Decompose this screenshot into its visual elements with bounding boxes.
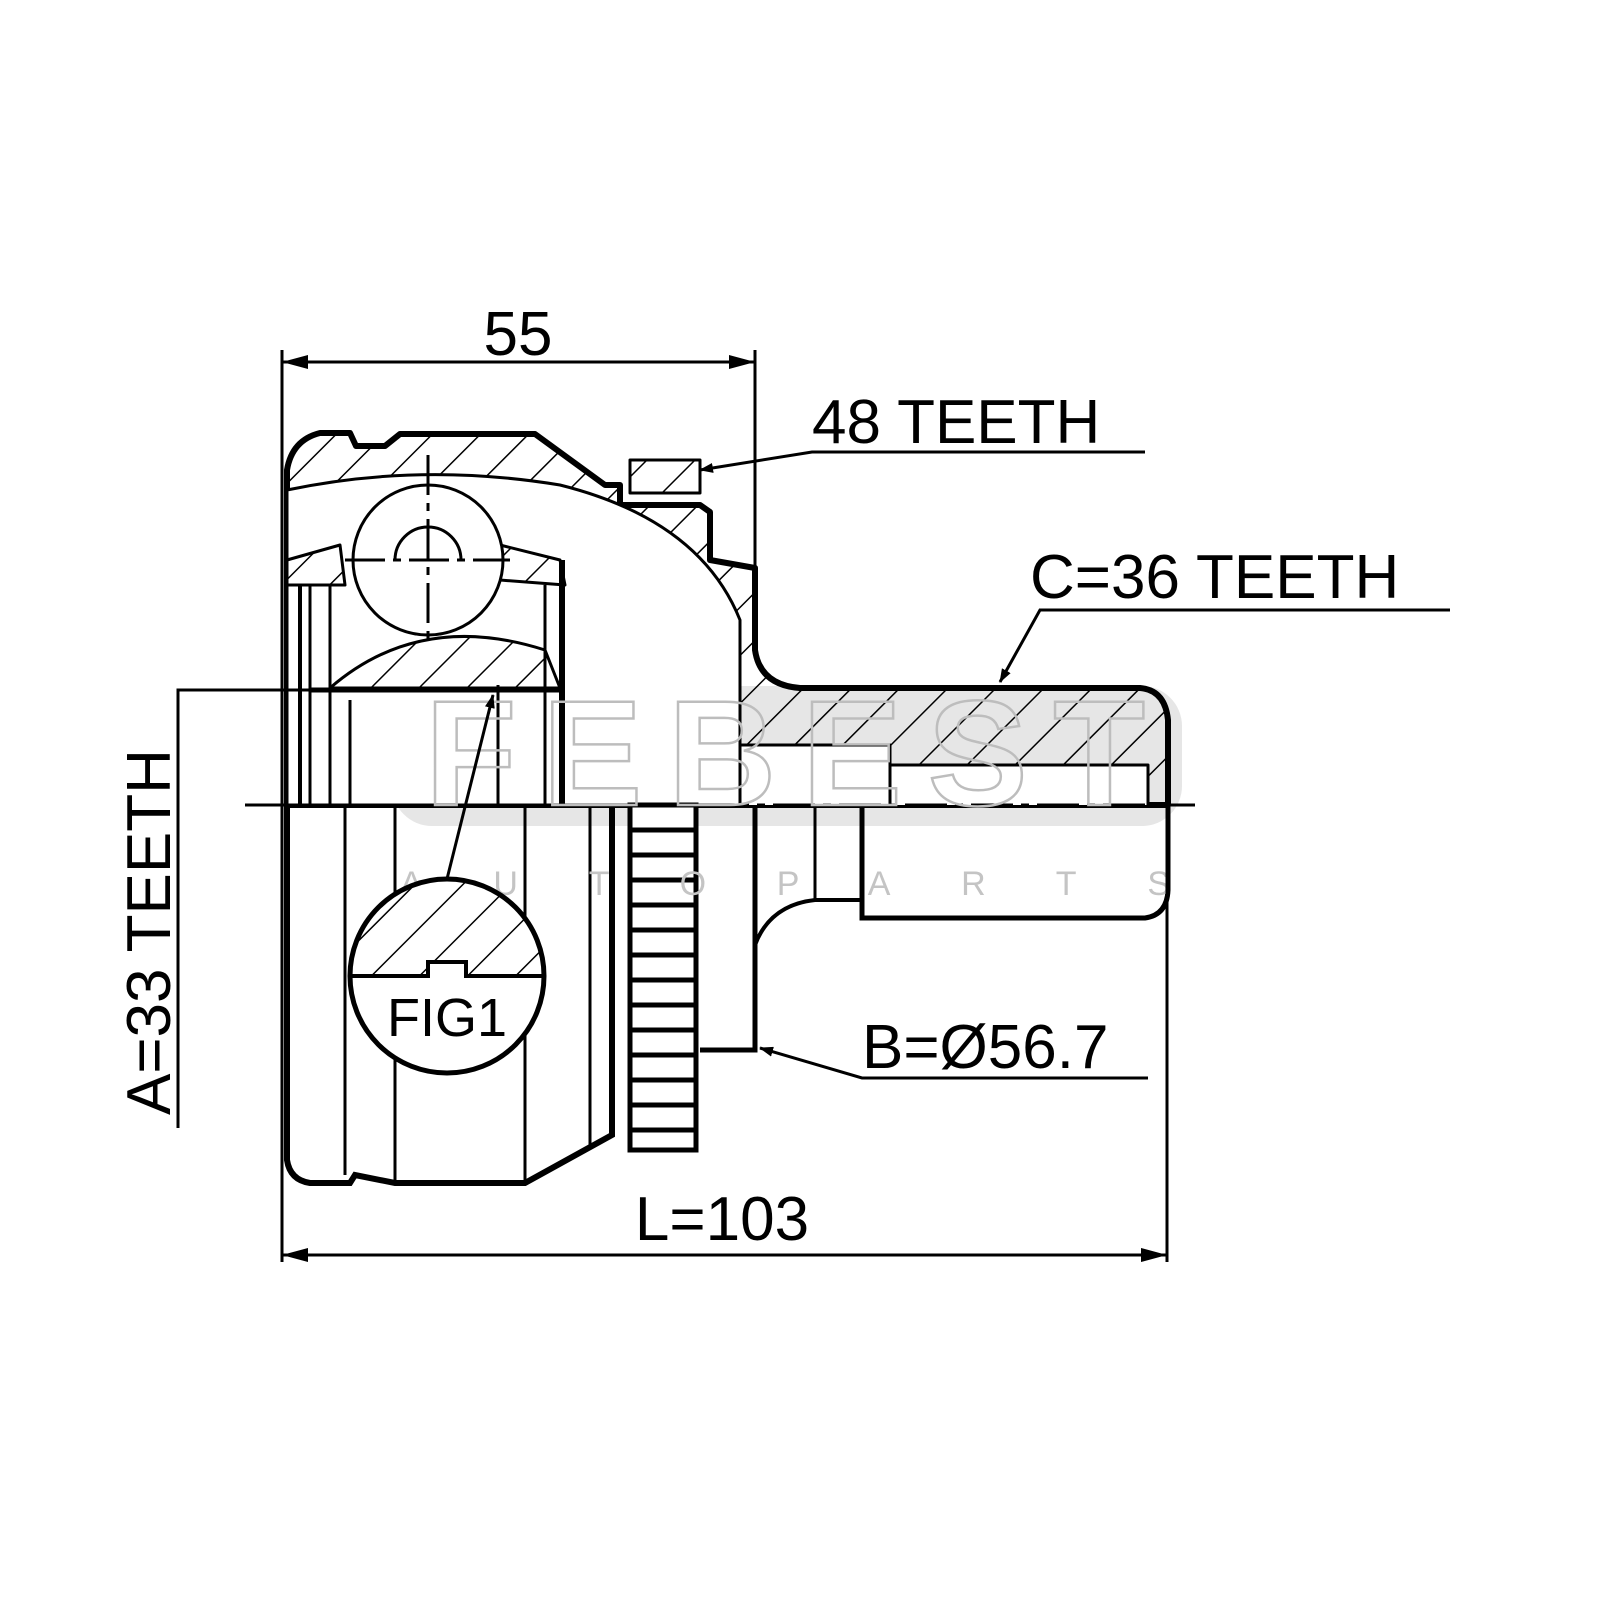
dim-b-diameter: B=Ø56.7: [862, 1013, 1108, 1082]
watermark-sub: AUTOPARTS: [400, 865, 1170, 903]
dim-a-33-teeth: A=33 TEETH: [115, 749, 184, 1115]
dim-l-103: L=103: [635, 1185, 809, 1254]
dimension-lines: [176, 350, 1450, 1262]
fig1-label: FIG1: [387, 988, 507, 1048]
dim-48-teeth: 48 TEETH: [812, 388, 1100, 457]
dim-55: 55: [484, 300, 553, 369]
fig1-detail: FIG1: [347, 694, 547, 1076]
ball: [345, 455, 510, 640]
dim-c-36-teeth: C=36 TEETH: [1030, 543, 1399, 612]
